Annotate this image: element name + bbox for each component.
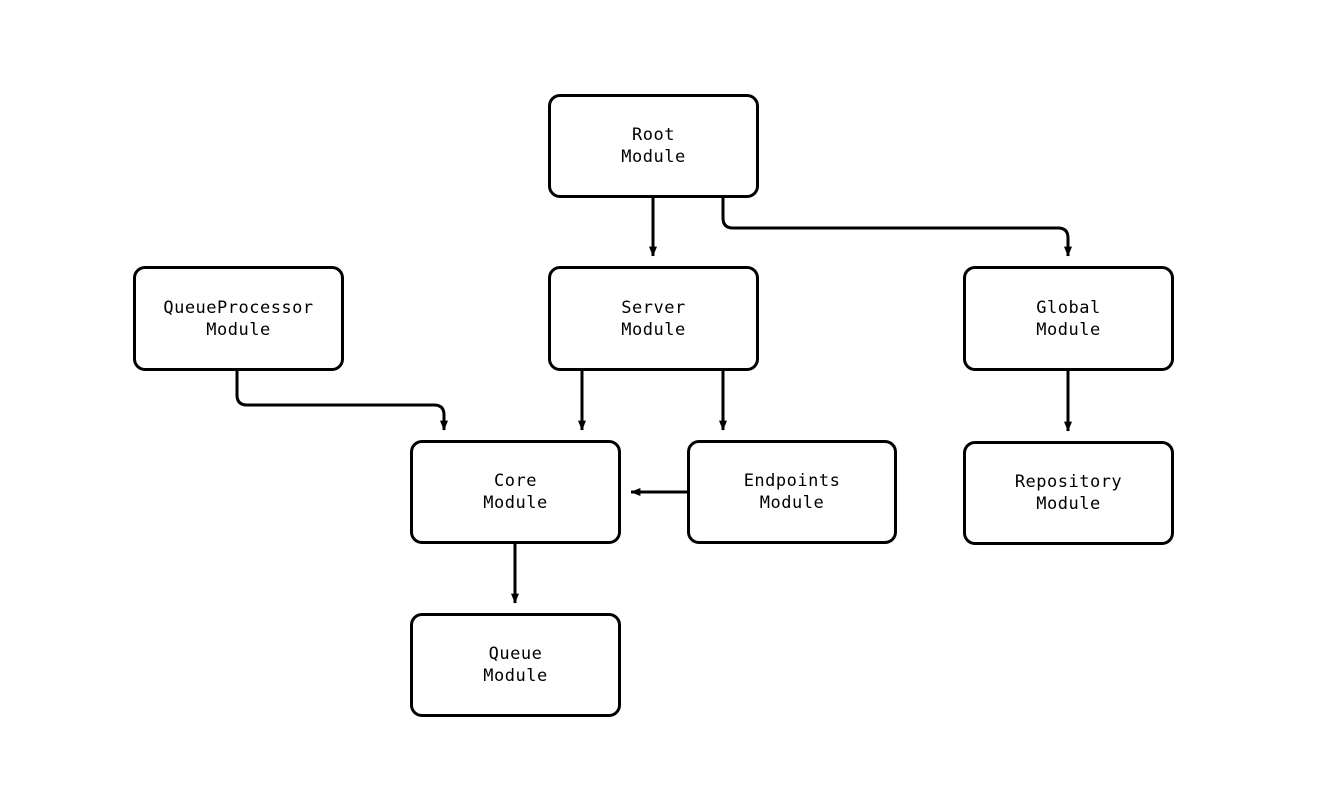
node-queue-module[interactable]: Queue Module: [410, 613, 621, 717]
node-root-module[interactable]: Root Module: [548, 94, 759, 198]
node-server-module[interactable]: Server Module: [548, 266, 759, 371]
node-label-line1: Queue: [488, 644, 543, 664]
node-queueprocessor-module[interactable]: QueueProcessor Module: [133, 266, 344, 371]
node-label-line1: Endpoints: [743, 471, 841, 491]
node-label-line1: QueueProcessor: [163, 297, 314, 318]
node-label-line2: Module: [621, 319, 686, 340]
edge-root-to-global: [721, 198, 1072, 257]
node-label-line2: Module: [483, 493, 548, 513]
node-label-line1: Repository: [1014, 472, 1123, 492]
node-label-line2: Module: [483, 666, 548, 686]
node-label-line1: Core: [494, 471, 537, 491]
node-label-line1: Global: [1036, 297, 1101, 318]
node-label-line1: Root: [632, 125, 675, 145]
node-label-line1: Server: [621, 297, 686, 318]
node-label-line2: Module: [759, 493, 825, 513]
node-repository-module[interactable]: Repository Module: [963, 441, 1174, 545]
node-label-line2: Module: [621, 147, 686, 167]
node-label-line2: Module: [206, 319, 271, 340]
node-label-line2: Module: [1036, 319, 1101, 340]
node-core-module[interactable]: Core Module: [410, 440, 621, 544]
node-label-line2: Module: [1036, 494, 1101, 514]
node-global-module[interactable]: Global Module: [963, 266, 1174, 371]
node-endpoints-module[interactable]: Endpoints Module: [687, 440, 897, 544]
edge-queueprocessor-to-core: [235, 371, 448, 431]
